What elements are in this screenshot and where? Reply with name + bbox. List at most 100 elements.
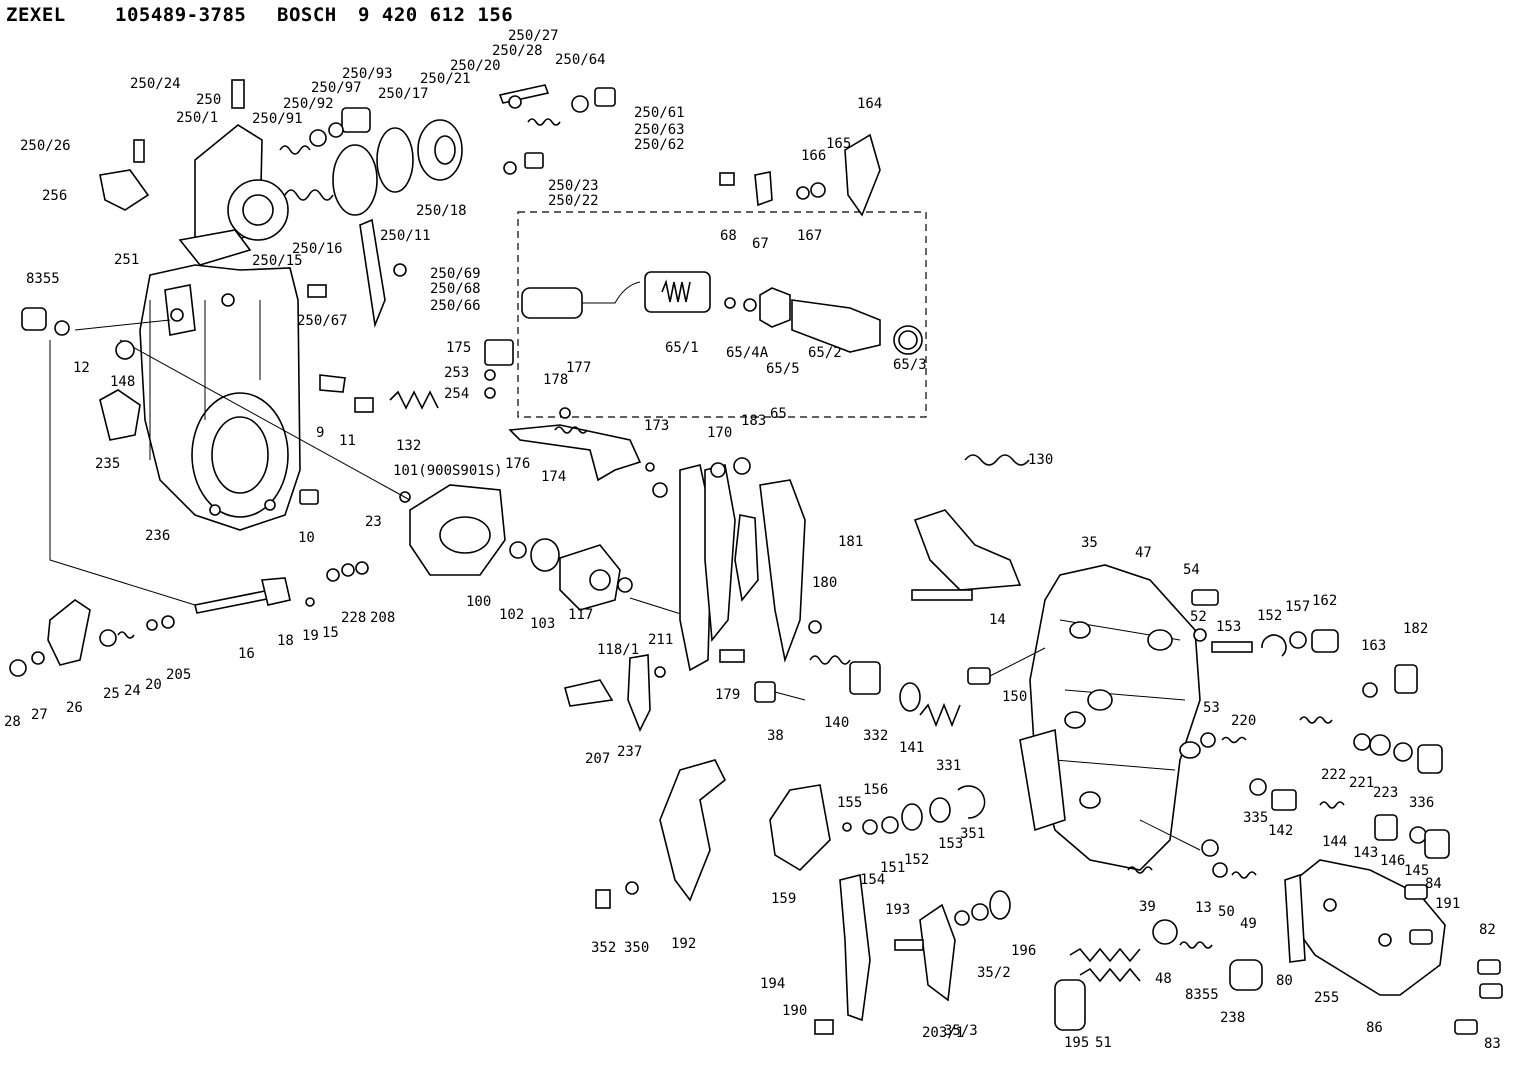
part-callout-156: 156: [863, 782, 888, 798]
part-callout-142: 142: [1268, 823, 1293, 839]
part-callout-222: 222: [1321, 767, 1346, 783]
part-callout-194: 194: [760, 976, 785, 992]
part-callout-118-1: 118/1: [597, 642, 639, 658]
part-callout-238: 238: [1220, 1010, 1245, 1026]
right-hardware: [1191, 589, 1450, 859]
part-callout-251: 251: [114, 252, 139, 268]
part-callout-65-4A: 65/4A: [726, 345, 769, 361]
part-callout-67: 67: [752, 236, 769, 252]
part-callout-10: 10: [298, 530, 315, 546]
part-callout-157: 157: [1285, 599, 1310, 615]
part-callout-47: 47: [1135, 545, 1152, 561]
part-callout-250-28: 250/28: [492, 43, 543, 59]
part-callout-159: 159: [771, 891, 796, 907]
part-callout-25: 25: [103, 686, 120, 702]
part-callout-165: 165: [826, 136, 851, 152]
part-callout-173: 173: [644, 418, 669, 434]
part-callout-336: 336: [1409, 795, 1434, 811]
part-callout-154: 154: [860, 872, 885, 888]
lever-assembly: [564, 457, 822, 732]
part-callout-163: 163: [1361, 638, 1386, 654]
top-cover-assembly: [99, 79, 289, 266]
part-callout-250-61: 250/61: [634, 105, 685, 121]
part-callout-176: 176: [505, 456, 530, 472]
part-callout-35-3: 35/3: [944, 1023, 978, 1039]
part-callout-143: 143: [1353, 845, 1378, 861]
part-callout-38: 38: [767, 728, 784, 744]
part-callout-155: 155: [837, 795, 862, 811]
part-callout-335: 335: [1243, 810, 1268, 826]
part-callout-183: 183: [741, 413, 766, 429]
part-callout-24: 24: [124, 683, 141, 699]
part-callout-144: 144: [1322, 834, 1347, 850]
part-callout-174: 174: [541, 469, 566, 485]
part-callout-145: 145: [1404, 863, 1429, 879]
part-callout-250-91: 250/91: [252, 111, 303, 127]
part-callout-28: 28: [4, 714, 21, 730]
part-callout-350: 350: [624, 940, 649, 956]
part-callout-250-92: 250/92: [283, 96, 334, 112]
part-callout-178: 178: [543, 372, 568, 388]
part-callout-51: 51: [1095, 1035, 1112, 1051]
part-callout-153: 153: [1216, 619, 1241, 635]
part-callout-250-69: 250/69: [430, 266, 481, 282]
part-callout-228: 228: [341, 610, 366, 626]
part-callout-250-63: 250/63: [634, 122, 685, 138]
part-callout-167: 167: [797, 228, 822, 244]
part-callout-8355: 8355: [1185, 987, 1219, 1003]
part-callout-152: 152: [904, 852, 929, 868]
part-callout-205: 205: [166, 667, 191, 683]
mid-small-parts: [319, 133, 881, 482]
part-callout-250-18: 250/18: [416, 203, 467, 219]
part-callout-250-93: 250/93: [342, 66, 393, 82]
part-callout-250-23: 250/23: [548, 178, 599, 194]
part-callout-211: 211: [648, 632, 673, 648]
part-callout-65-1: 65/1: [665, 340, 699, 356]
part-callout-65-2: 65/2: [808, 345, 842, 361]
part-callout-254: 254: [444, 386, 469, 402]
part-callout-207: 207: [585, 751, 610, 767]
injection-line-group: [517, 211, 927, 418]
part-callout-237: 237: [617, 744, 642, 760]
header-brand-zexel: ZEXEL: [6, 4, 66, 26]
part-callout-170: 170: [707, 425, 732, 441]
part-callout-164: 164: [857, 96, 882, 112]
flyweight-assembly: [119, 339, 701, 621]
governor-springs: [754, 454, 1030, 728]
part-callout-221: 221: [1349, 775, 1374, 791]
part-callout-250-22: 250/22: [548, 193, 599, 209]
part-callout-250-64: 250/64: [555, 52, 606, 68]
part-callout-50: 50: [1218, 904, 1235, 920]
part-callout-332: 332: [863, 728, 888, 744]
part-callout-250-67: 250/67: [297, 313, 348, 329]
part-callout-175: 175: [446, 340, 471, 356]
part-callout-83: 83: [1484, 1036, 1501, 1052]
part-callout-84: 84: [1425, 876, 1442, 892]
part-callout-132: 132: [396, 438, 421, 454]
part-callout-35: 35: [1081, 535, 1098, 551]
part-callout-65-3: 65/3: [893, 357, 927, 373]
part-callout-141: 141: [899, 740, 924, 756]
part-callout-179: 179: [715, 687, 740, 703]
part-callout-101-900S901S-: 101(900S901S): [393, 463, 503, 479]
part-callout-15: 15: [322, 625, 339, 641]
part-callout-9: 9: [316, 425, 324, 441]
part-callout-250-26: 250/26: [20, 138, 71, 154]
part-callout-80: 80: [1276, 973, 1293, 989]
part-callout-193: 193: [885, 902, 910, 918]
part-callout-130: 130: [1028, 452, 1053, 468]
part-callout-166: 166: [801, 148, 826, 164]
part-callout-65-5: 65/5: [766, 361, 800, 377]
part-callout-52: 52: [1190, 609, 1207, 625]
part-callout-102: 102: [499, 607, 524, 623]
part-callout-182: 182: [1403, 621, 1428, 637]
part-callout-195: 195: [1064, 1035, 1089, 1051]
part-callout-250-11: 250/11: [380, 228, 431, 244]
part-callout-100: 100: [466, 594, 491, 610]
part-callout-190: 190: [782, 1003, 807, 1019]
part-callout-250-24: 250/24: [130, 76, 181, 92]
part-callout-153: 153: [938, 836, 963, 852]
header-brand-bosch: BOSCH: [277, 4, 337, 26]
part-callout-352: 352: [591, 940, 616, 956]
